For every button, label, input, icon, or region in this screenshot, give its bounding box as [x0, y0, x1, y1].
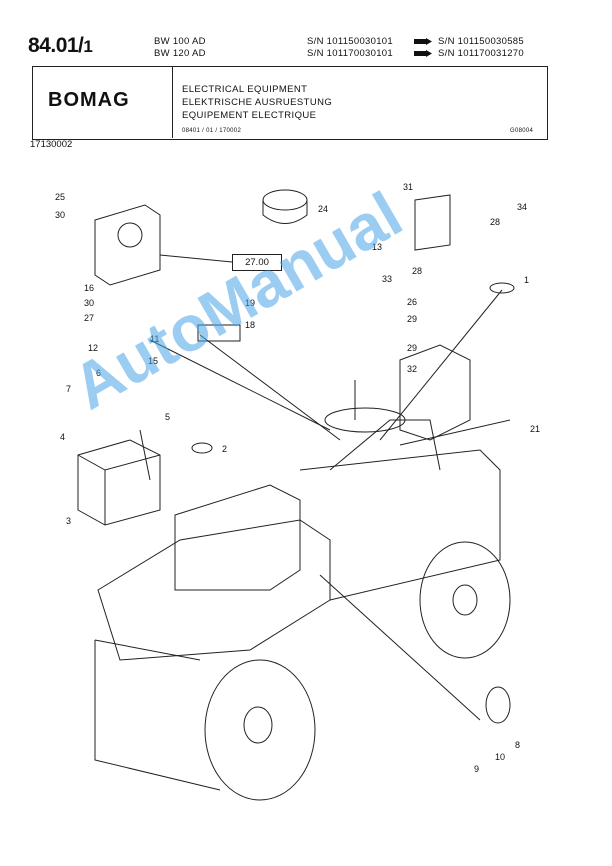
arrow-right-icon [414, 38, 432, 45]
code-right: G08004 [510, 128, 534, 134]
callout-16: 16 [84, 283, 94, 293]
callout-7: 7 [66, 384, 71, 394]
callout-28a: 28 [412, 266, 422, 276]
callout-3: 3 [66, 516, 71, 526]
page-number: 84.01/1 [28, 34, 93, 57]
reference-box: 27.00 [232, 254, 282, 271]
engine-hood [97, 519, 331, 661]
callout-34: 34 [517, 202, 527, 212]
switch-panel [197, 324, 241, 342]
callout-18: 18 [245, 320, 255, 330]
callout-21: 21 [530, 424, 540, 434]
callout-13: 13 [372, 242, 382, 252]
relay-bracket [94, 204, 161, 286]
callout-31: 31 [403, 182, 413, 192]
logo-cell [32, 66, 173, 138]
callout-30b: 30 [84, 298, 94, 308]
callout-28b: 28 [490, 217, 500, 227]
arrow-right-icon [414, 50, 432, 57]
callout-12: 12 [88, 343, 98, 353]
serial-to-2: S/N 101170031270 [438, 48, 524, 59]
callout-33: 33 [382, 274, 392, 284]
seat [399, 344, 471, 441]
serial-to-1: S/N 101150030585 [438, 36, 524, 47]
serial-from-2: S/N 101170030101 [307, 48, 393, 59]
callout-10: 10 [495, 752, 505, 762]
callout-25: 25 [55, 192, 65, 202]
title-en: ELECTRICAL EQUIPMENT [182, 84, 308, 95]
callout-30a: 30 [55, 210, 65, 220]
callout-9: 9 [474, 764, 479, 774]
steering-wheel [324, 407, 406, 433]
model-line-2: BW 120 AD [154, 48, 206, 59]
title-fr: EQUIPEMENT ELECTRIQUE [182, 110, 317, 121]
callout-6: 6 [96, 368, 101, 378]
hour-meter [262, 189, 308, 211]
callout-26: 26 [407, 297, 417, 307]
callout-8: 8 [515, 740, 520, 750]
horn [485, 686, 511, 724]
serial-from-1: S/N 101150030101 [307, 36, 393, 47]
terminal-strip [414, 194, 451, 251]
callout-1: 1 [524, 275, 529, 285]
engine-cover [174, 484, 301, 591]
rear-drum [419, 541, 511, 659]
warning-lamp [191, 442, 213, 454]
page-sub-number: 1 [83, 37, 93, 56]
ring [489, 282, 515, 294]
bomag-logo: BOMAG [48, 89, 130, 111]
callout-24: 24 [318, 204, 328, 214]
model-line-1: BW 100 AD [154, 36, 206, 47]
callout-15: 15 [148, 356, 158, 366]
callout-32: 32 [407, 364, 417, 374]
front-drum [204, 659, 316, 801]
title-de: ELEKTRISCHE AUSRUESTUNG [182, 97, 333, 108]
code-left: 08401 / 01 / 170002 [182, 128, 242, 134]
doc-number: 17130002 [30, 139, 73, 150]
callout-5: 5 [165, 412, 170, 422]
callout-11: 11 [150, 334, 159, 344]
callout-29b: 29 [407, 343, 417, 353]
chassis-rear [299, 449, 501, 601]
title-block [32, 66, 548, 140]
callout-29a: 29 [407, 314, 417, 324]
callout-27: 27 [84, 313, 94, 323]
battery [77, 439, 161, 526]
operator-frame [329, 419, 441, 471]
callout-19: 19 [245, 298, 255, 308]
callout-4: 4 [60, 432, 65, 442]
callout-2: 2 [222, 444, 227, 454]
